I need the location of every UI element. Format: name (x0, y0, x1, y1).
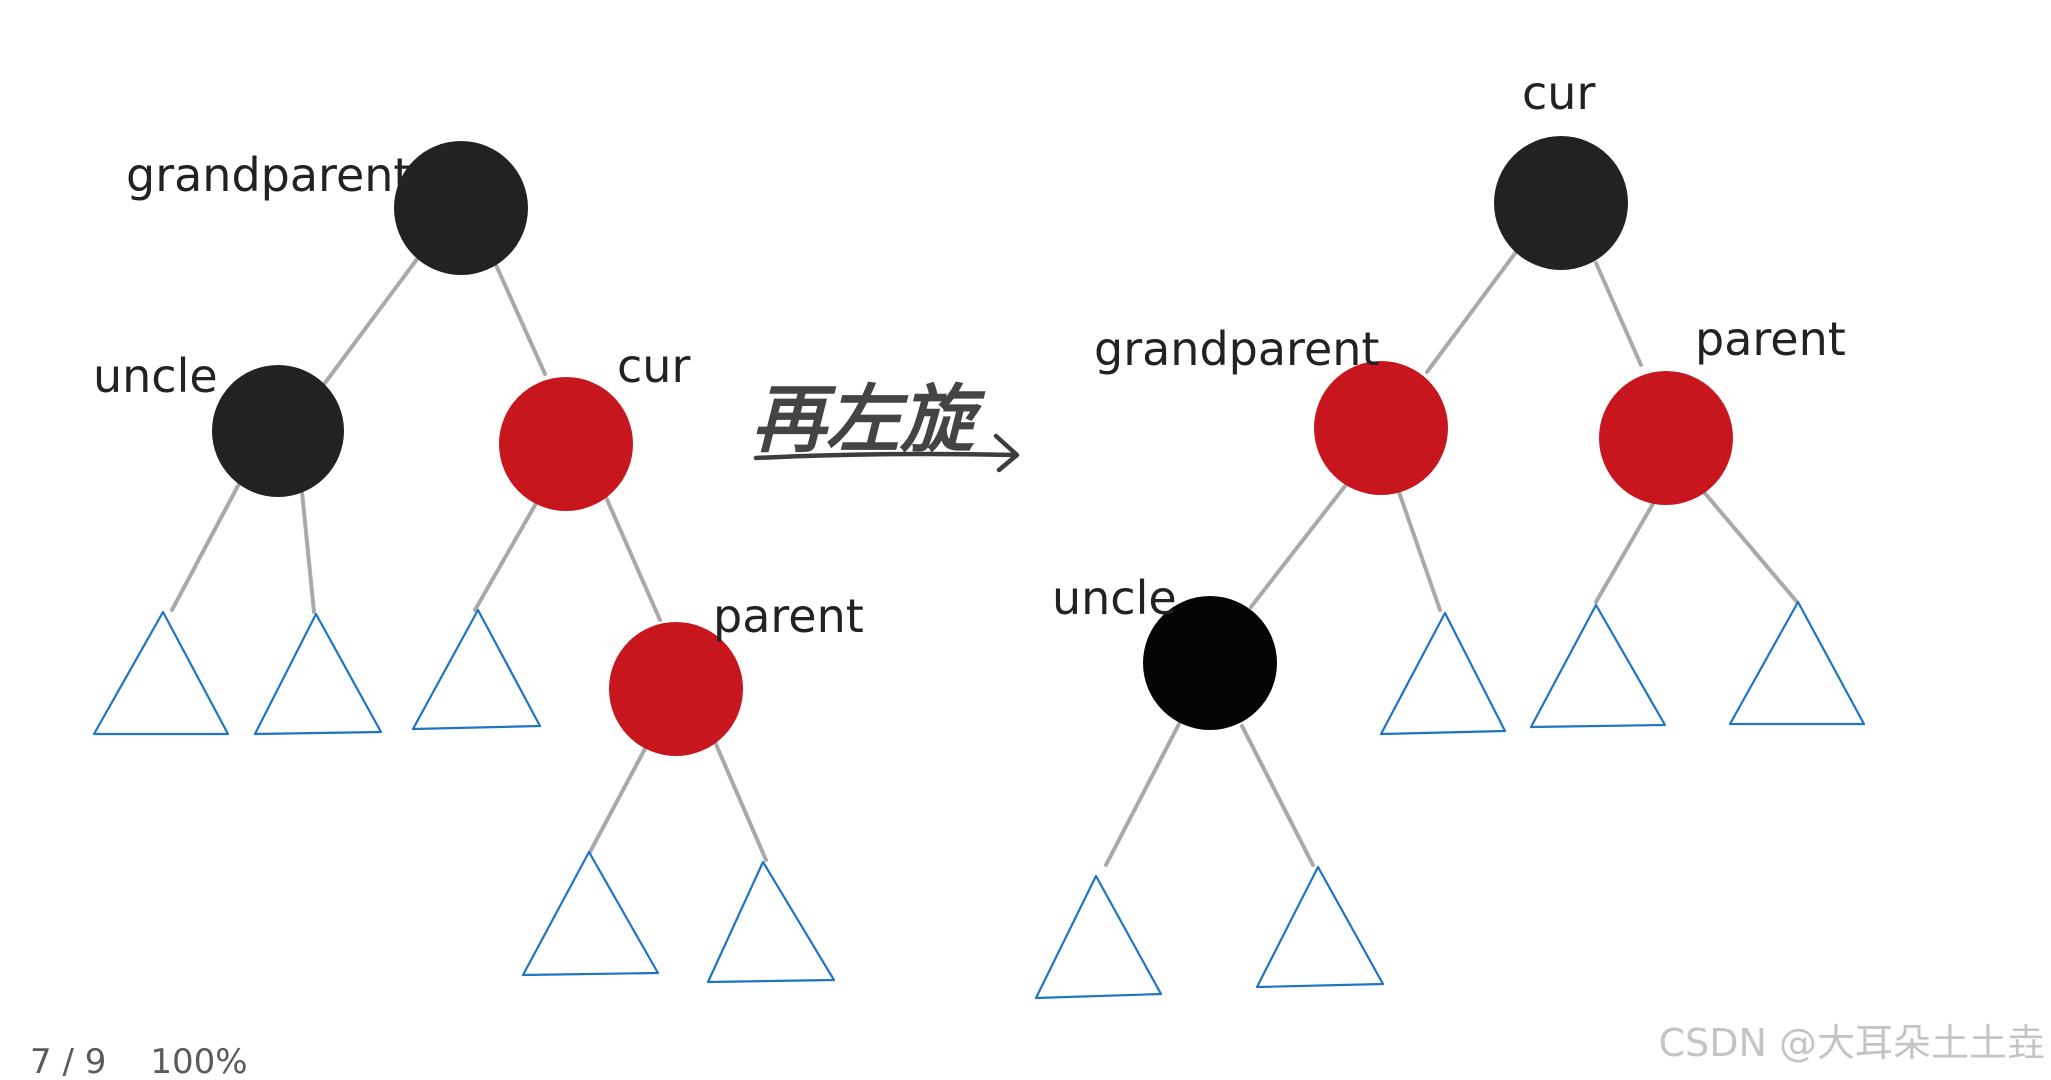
edge-right-cur-grandparent (1425, 250, 1518, 374)
edge-right-parent-subtree4 (1594, 500, 1656, 604)
edge-left-parent-subtree5 (713, 740, 768, 862)
left-subtree-3 (411, 608, 542, 731)
left-subtree-1 (92, 610, 230, 736)
edge-left-cur-parent (603, 493, 662, 622)
rotation-label: 再左旋 (752, 377, 986, 463)
edge-right-uncle-subtree2 (1240, 724, 1315, 867)
right-uncle-label: uncle (1052, 571, 1177, 625)
right-uncle-node (1143, 596, 1277, 730)
left-subtree-5 (706, 860, 836, 984)
watermark: CSDN @大耳朵土土垚 (1658, 1021, 2045, 1065)
edge-left-grandparent-uncle (323, 253, 422, 385)
edge-left-grandparent-cur (494, 263, 547, 376)
right-subtree-2 (1255, 865, 1385, 989)
right-cur-label: cur (1522, 66, 1595, 120)
page-indicator: 7 / 9 100% (30, 1045, 248, 1079)
edge-left-cur-subtree3 (473, 498, 540, 612)
right-grandparent-node (1314, 361, 1448, 495)
right-parent-label: parent (1695, 312, 1846, 366)
edge-right-grandparent-uncle (1249, 484, 1347, 609)
edge-left-parent-subtree4 (588, 743, 649, 854)
left-grandparent-node (394, 141, 528, 275)
left-cur-label: cur (617, 339, 690, 393)
right-grandparent-label: grandparent (1094, 322, 1379, 376)
right-subtree-4 (1529, 603, 1667, 729)
left-grandparent-label: grandparent (126, 148, 411, 202)
left-tree: grandparent uncle cur parent (92, 141, 864, 984)
right-parent-node (1599, 371, 1733, 505)
edge-right-parent-subtree5 (1701, 489, 1799, 604)
rotation-arrow: 再左旋 (752, 377, 1020, 473)
zoom-level: 100% (150, 1042, 248, 1080)
left-parent-label: parent (713, 589, 864, 643)
left-uncle-label: uncle (93, 349, 218, 403)
right-tree: cur grandparent parent uncle (1034, 66, 1866, 1000)
edge-right-grandparent-subtree3 (1397, 490, 1442, 612)
edge-right-uncle-subtree1 (1104, 720, 1182, 867)
left-parent-node (609, 622, 743, 756)
right-subtree-1 (1034, 874, 1163, 1000)
arrow-shaft (753, 451, 1018, 461)
right-cur-node (1494, 136, 1628, 270)
left-cur-node (499, 377, 633, 511)
edge-left-uncle-subtree1 (170, 480, 242, 612)
edge-left-uncle-subtree2 (300, 490, 316, 614)
left-subtree-2 (253, 612, 383, 736)
right-subtree-3 (1379, 611, 1507, 736)
left-uncle-node (212, 365, 344, 497)
left-subtree-4 (521, 850, 660, 977)
right-subtree-5 (1728, 600, 1866, 726)
edge-right-cur-parent (1594, 261, 1643, 367)
arrow-head-icon (993, 433, 1020, 473)
page-number: 7 / 9 (30, 1042, 107, 1080)
